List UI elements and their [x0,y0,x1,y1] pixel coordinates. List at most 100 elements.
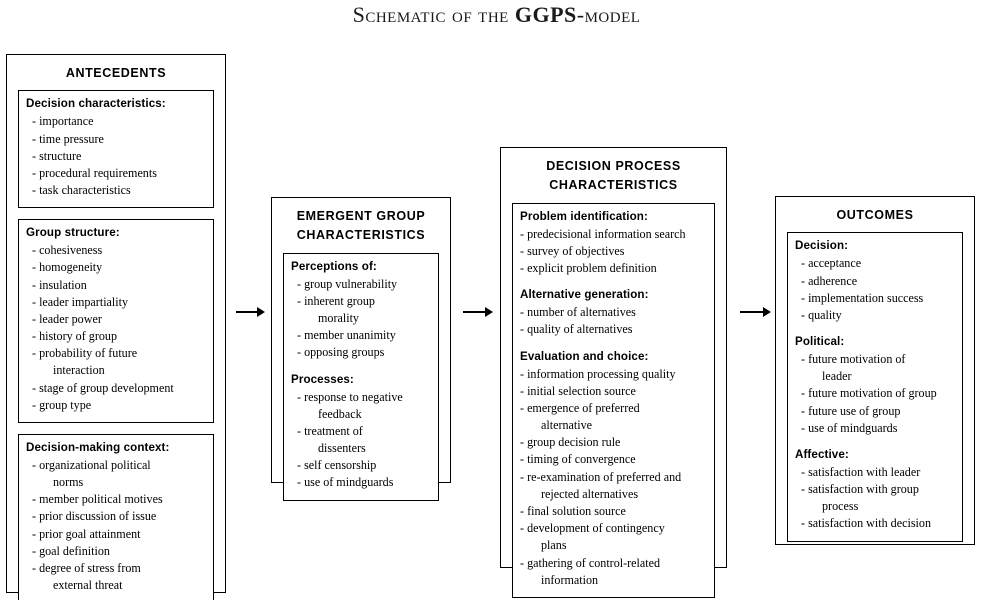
bullet: - [801,273,806,288]
bullet: - [520,503,525,518]
list-item: - quality of alternatives [520,321,707,338]
bullet: - [520,452,525,467]
item-text: use of mindguards [808,420,898,435]
item-text: leader impartiality [39,294,129,309]
list-item: - group type [26,397,206,414]
bullet: - [32,457,37,472]
column-title-decision-process-characteristics: DECISION PROCESS CHARACTERISTICS [501,148,726,203]
item-text: development of contingency [527,521,665,536]
arrow-antecedents-to-emergent [236,306,266,318]
bullet: - [801,352,806,367]
title-part-3: -model [576,2,641,27]
group-group-structure: Group structure: - cohesiveness - homoge… [18,219,214,423]
group-heading: Problem identification: [520,209,648,223]
bullet: - [297,458,302,473]
title-part-1: Schematic of the [352,2,515,27]
list-item: - self censorship [291,457,431,474]
item-text: member unanimity [304,328,396,343]
item-text: inherent group [304,293,375,308]
item-list: - number of alternatives - quality of al… [520,304,707,338]
group-emergent-sections: Perceptions of: - group vulnerability - … [283,252,439,501]
bullet: - [297,276,302,291]
title-line-1: EMERGENT GROUP [296,209,426,223]
title-acronym: GGPS [514,2,577,27]
item-text-continuation: morality [318,311,359,326]
bullet: - [32,311,37,326]
page-title: Schematic of the GGPS-model [0,2,993,28]
item-text: group decision rule [527,435,621,450]
bullet: - [32,329,37,344]
list-item: - initial selection source [520,383,707,400]
item-text: future motivation of [808,352,906,367]
list-item: - satisfaction with decision [795,515,955,532]
title-line-2: CHARACTERISTICS [549,178,678,193]
item-text: quality [808,307,842,322]
item-list: - acceptance - adherence - implementatio… [795,255,955,324]
arrow-head-icon [257,307,265,317]
item-list: - importance - time pressure - structure… [26,113,206,199]
item-text: insulation [39,277,87,292]
group-heading: Alternative generation: [520,288,649,302]
list-item: - predecisional information search [520,226,707,243]
list-item: - time pressure [26,131,206,148]
list-item: - final solution source [520,503,707,520]
list-item: - future use of group [795,403,955,420]
list-item: - task characteristics [26,182,206,199]
group-heading: Decision characteristics: [26,97,166,111]
bullet: - [520,261,525,276]
arrow-emergent-to-decision-process [463,306,495,318]
group-heading: Decision: [795,239,849,253]
group-decision-characteristics: Decision characteristics: - importance -… [18,90,214,209]
group-heading: Perceptions of: [291,259,377,273]
group-heading: Affective: [795,447,849,461]
bullet: - [801,403,806,418]
item-text: leader power [39,311,102,326]
item-text: number of alternatives [527,305,636,320]
item-text: degree of stress from [39,560,141,575]
bullet: - [520,383,525,398]
item-text: opposing groups [304,345,385,360]
item-list: - future motivation of leader - future mo… [795,351,955,437]
item-text: satisfaction with leader [808,464,921,479]
bullet: - [32,543,37,558]
bullet: - [297,423,302,438]
bullet: - [520,435,525,450]
bullet: - [520,226,525,241]
item-text-continuation: information [541,572,599,587]
item-text: satisfaction with group [808,482,919,497]
arrow-head-icon [485,307,493,317]
item-text: prior goal attainment [39,526,141,541]
item-text: explicit problem definition [527,261,657,276]
arrow-decision-process-to-outcomes [740,306,774,318]
item-text-continuation: leader [822,369,852,384]
item-text: procedural requirements [39,165,157,180]
item-text: initial selection source [527,383,636,398]
column-title-outcomes: OUTCOMES [836,208,914,222]
list-item: - number of alternatives [520,304,707,321]
list-item: - prior discussion of issue [26,508,206,525]
item-text: self censorship [304,458,377,473]
item-text: homogeneity [39,260,103,275]
list-item: - history of group [26,328,206,345]
item-text: emergence of preferred [527,400,640,415]
item-text: group vulnerability [304,276,398,291]
item-text: gathering of control-related [527,555,661,570]
group-heading: Decision-making context: [26,440,170,454]
item-text: use of mindguards [304,475,394,490]
bullet: - [32,277,37,292]
list-item: - implementation success [795,290,955,307]
arrow-shaft [463,311,487,313]
item-text: future motivation of group [808,386,937,401]
bullet: - [520,243,525,258]
item-text: probability of future [39,346,138,361]
list-item: - group vulnerability [291,276,431,293]
bullet: - [32,397,37,412]
item-text: stage of group development [39,380,174,395]
list-item: - insulation [26,277,206,294]
item-list: - satisfaction with leader - satisfactio… [795,464,955,533]
item-text-continuation: alternative [541,418,593,433]
